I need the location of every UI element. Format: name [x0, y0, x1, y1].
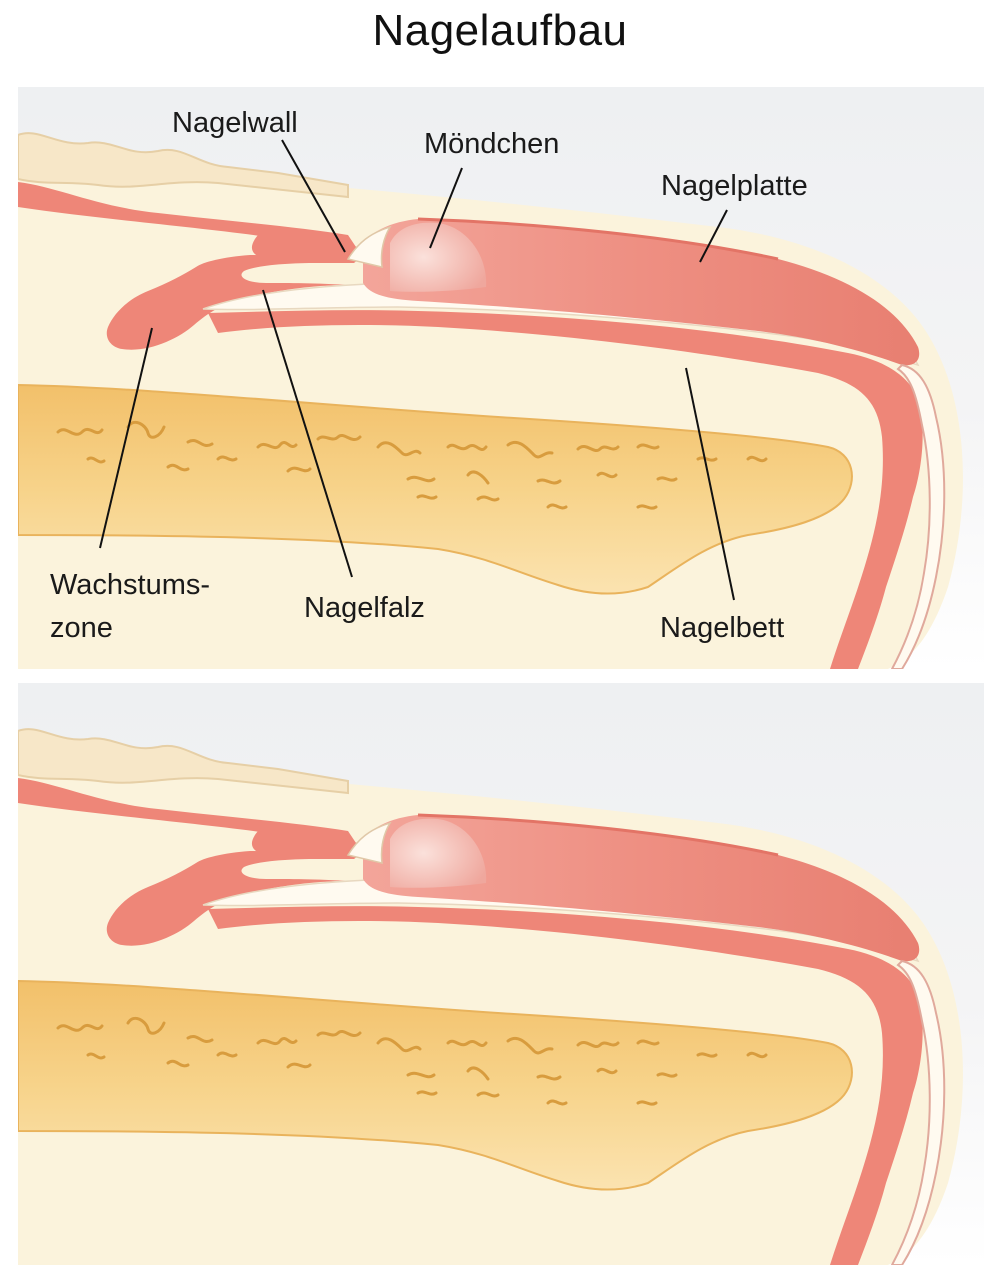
- diagram-title: Nagelaufbau: [372, 6, 628, 55]
- label-wachstumszone-line1: Wachstums-: [50, 569, 211, 601]
- label-nagelfalz: Nagelfalz: [304, 592, 425, 624]
- label-nagelplatte: Nagelplatte: [661, 170, 808, 202]
- label-nagelbett: Nagelbett: [660, 612, 785, 644]
- unlabeled-diagram-panel: [18, 683, 984, 1265]
- label-moendchen: Möndchen: [424, 128, 560, 160]
- label-wachstumszone-line2: zone: [50, 612, 113, 644]
- finger-cross-section-unlabeled: [18, 683, 984, 1265]
- label-nagelwall: Nagelwall: [172, 107, 298, 139]
